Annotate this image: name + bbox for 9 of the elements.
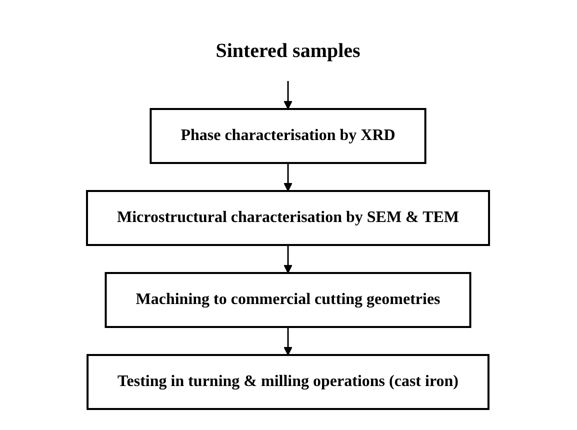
node-box: Testing in turning & milling operations (cast iron) [87, 354, 490, 410]
arrow [284, 81, 293, 110]
node-box: Phase characterisation by XRD [150, 108, 427, 164]
node-box: Machining to commercial cutting geometries [105, 272, 472, 328]
arrow [284, 327, 293, 356]
node-box: Microstructural characterisation by SEM & TEM [86, 190, 491, 246]
node-text: Sintered samples [216, 40, 361, 62]
arrow [284, 163, 293, 192]
arrow [284, 245, 293, 274]
